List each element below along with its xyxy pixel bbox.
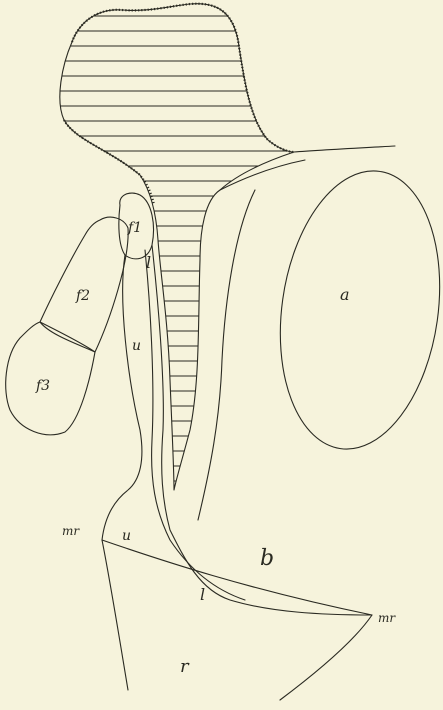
element-f2: [40, 217, 128, 352]
upper-boundary-line: [294, 146, 395, 152]
label-f2: f2: [75, 288, 90, 304]
label-m-right: mr: [378, 611, 396, 625]
hatched-region: [50, 4, 300, 490]
label-l-lower: l: [200, 585, 205, 604]
label-f1: f1: [127, 220, 142, 236]
label-r: r: [180, 656, 190, 677]
element-f3: [6, 322, 95, 435]
lower-left-line: [102, 540, 128, 690]
label-a: a: [340, 285, 350, 304]
canal-line-left: [102, 255, 142, 540]
bottom-connector: [102, 540, 372, 615]
l-line: [145, 250, 245, 600]
label-l-upper: l: [146, 253, 151, 272]
lower-right-line: [280, 615, 372, 700]
label-u-lower: u: [122, 528, 131, 544]
label-f3: f3: [35, 378, 50, 394]
oval-a: [263, 161, 443, 460]
label-u-upper: u: [132, 338, 141, 354]
label-b: b: [260, 546, 274, 571]
label-m-left: mr: [62, 524, 80, 538]
outer-contour: [198, 160, 305, 520]
